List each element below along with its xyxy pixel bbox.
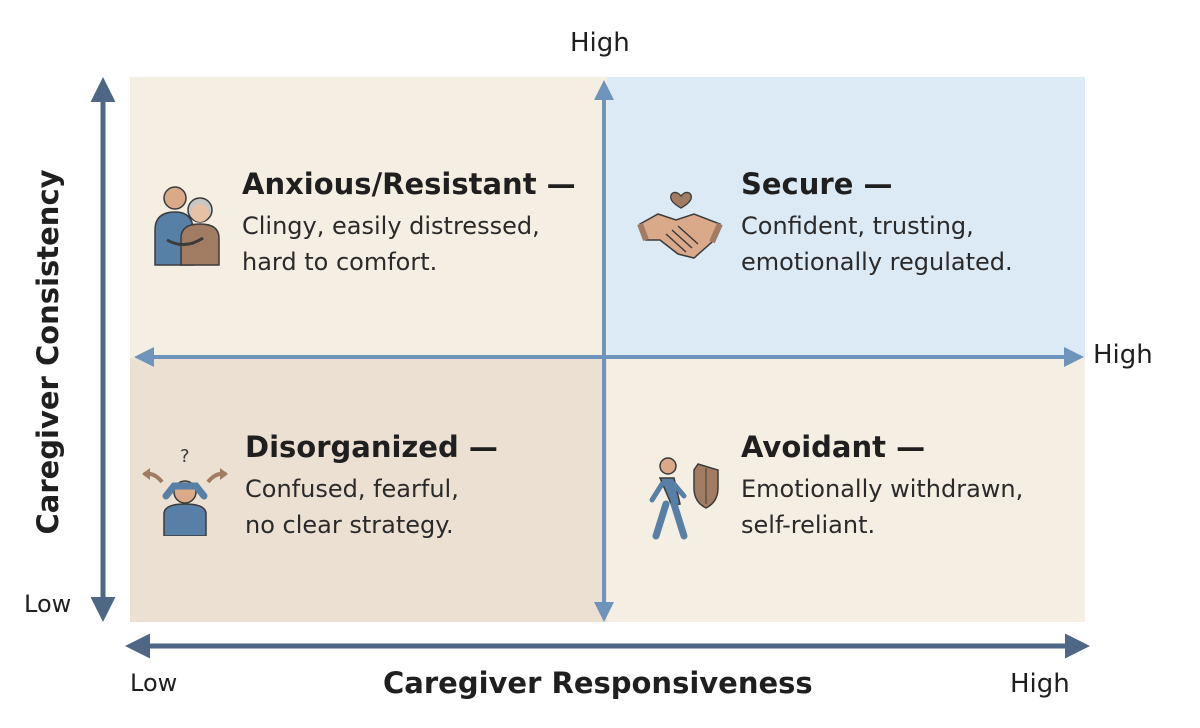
description-line: hard to comfort. [242, 248, 438, 276]
quadrant-description: Confused, fearful, no clear strategy. [245, 471, 498, 543]
quadrant-title: Secure — [741, 167, 893, 201]
quadrant-title: Disorganized — [245, 430, 498, 464]
vertical-low-label: Low [24, 590, 72, 618]
description-line: Clingy, easily distressed, [242, 212, 540, 240]
quadrant-title: Avoidant — [741, 430, 926, 464]
quadrant-title: Anxious/Resistant — [242, 167, 576, 201]
description-line: Emotionally withdrawn, [741, 475, 1024, 503]
walking-shield-icon [649, 457, 719, 540]
quadrant-description: Clingy, easily distressed, hard to comfo… [242, 208, 576, 280]
description-line: emotionally regulated. [741, 248, 1013, 276]
handshake-heart-icon [637, 191, 723, 259]
vertical-axis-title: Caregiver Consistency [31, 169, 65, 535]
description-line: Confused, fearful, [245, 475, 459, 503]
quadrant-bottom-left-bg [130, 358, 607, 622]
horizontal-axis-title: Caregiver Responsiveness [383, 666, 813, 700]
quadrant-top-right: Secure — Confident, trusting, emotionall… [741, 166, 1013, 280]
description-line: Confident, trusting, [741, 212, 974, 240]
description-line: no clear strategy. [245, 511, 454, 539]
quadrant-top-left: Anxious/Resistant — Clingy, easily distr… [242, 166, 576, 280]
quadrant-bottom-left: Disorganized — Confused, fearful, no cle… [245, 429, 498, 543]
horizontal-low-label: Low [130, 669, 178, 697]
description-line: self-reliant. [741, 511, 876, 539]
quadrant-description: Confident, trusting, emotionally regulat… [741, 208, 1013, 280]
quadrant-bottom-right-bg [607, 358, 1085, 622]
svg-text:?: ? [180, 446, 190, 467]
clinging-hug-icon [154, 186, 220, 266]
inner-right-high-label: High [1093, 340, 1153, 370]
inner-top-high-label: High [570, 28, 630, 58]
quadrant-description: Emotionally withdrawn, self-reliant. [741, 471, 1023, 543]
confused-person-icon: ? [142, 446, 228, 536]
quadrant-bottom-right: Avoidant — Emotionally withdrawn, self-r… [741, 429, 1023, 543]
horizontal-high-label: High [1010, 669, 1070, 699]
